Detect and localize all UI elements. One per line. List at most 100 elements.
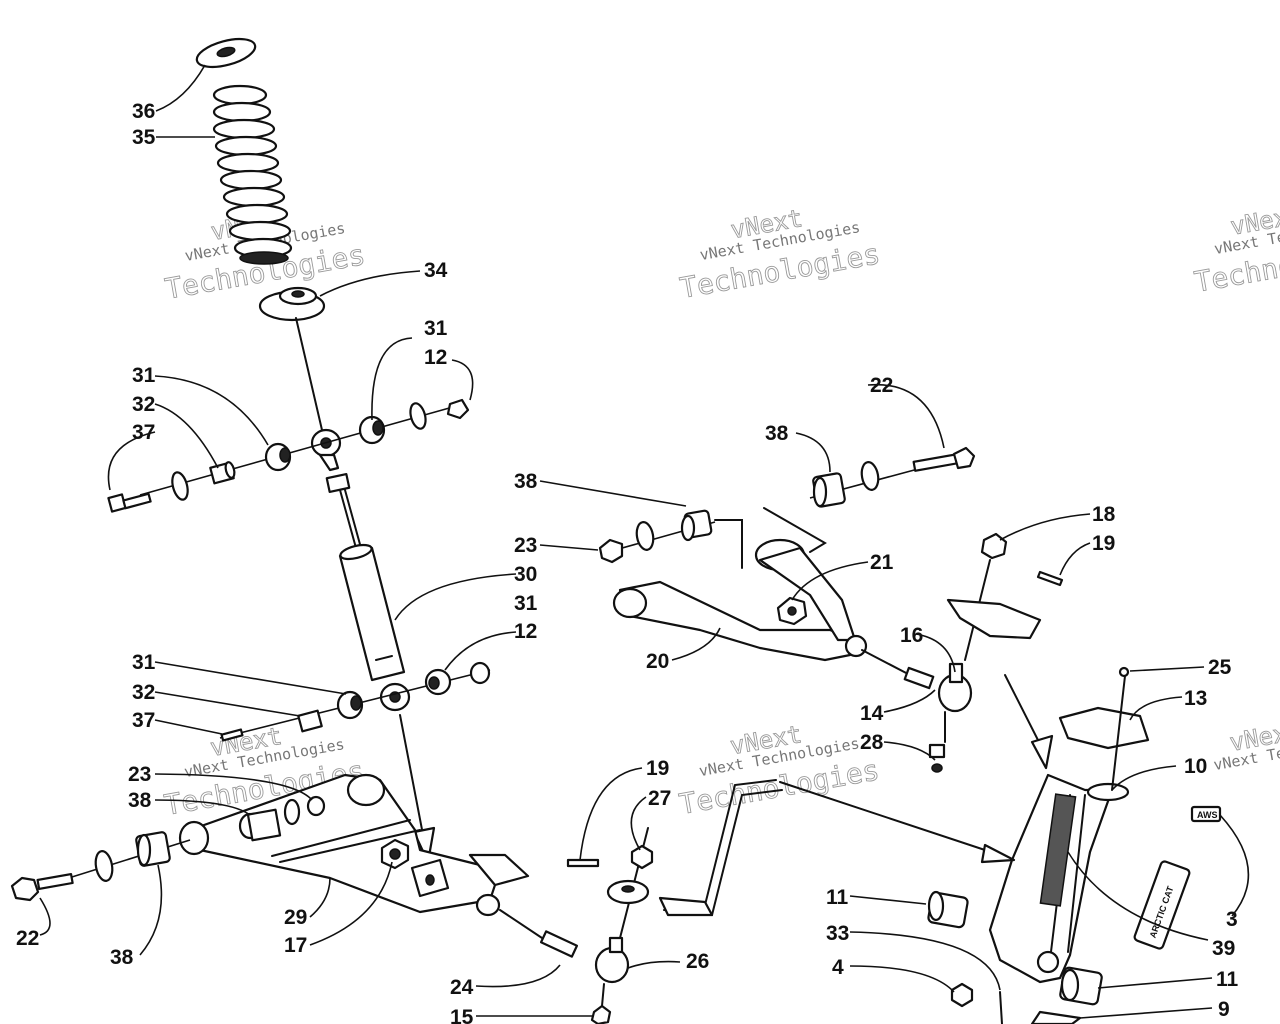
bushing-31-top-right-icon — [358, 415, 386, 445]
bolt-22-lower-icon — [10, 873, 74, 902]
callout-18: 18 — [1092, 503, 1116, 526]
callout-31: 31 — [514, 592, 538, 615]
ball-joint-lower-icon — [539, 930, 630, 984]
fitting-28-icon — [928, 743, 946, 773]
callout-22: 22 — [16, 927, 39, 950]
cotter-pin-19-top-icon — [1036, 570, 1064, 587]
callout-12: 12 — [424, 346, 447, 369]
callout-24: 24 — [450, 976, 474, 999]
callout-39: 39 — [1212, 937, 1235, 960]
callout-15: 15 — [450, 1006, 474, 1024]
callout-29: 29 — [284, 906, 307, 929]
bushing-31-top-left-icon — [264, 442, 292, 472]
bushing-32-top-icon — [209, 461, 236, 485]
bolt-37-bottom-icon — [220, 728, 244, 742]
callout-35: 35 — [132, 126, 156, 149]
callout-31: 31 — [424, 317, 448, 340]
nut-21-icon — [776, 596, 808, 626]
callout-19: 19 — [1092, 532, 1115, 555]
upper-a-arm-icon — [612, 538, 868, 662]
watermark-right-top: vNext vNext Technologies Technologies — [1192, 200, 1280, 299]
bushing-38-upper-rear-icon — [680, 509, 713, 542]
upper-ball-joint-plate-icon — [946, 598, 1042, 640]
tie-rod-icon — [658, 779, 783, 917]
spring-seat-top-icon — [195, 37, 257, 69]
callout-30: 30 — [514, 563, 537, 586]
callout-22: 22 — [870, 374, 893, 397]
callout-37: 37 — [132, 709, 155, 732]
bushing-31-bottom-right-icon — [424, 668, 452, 696]
washer-upper-front-icon — [860, 461, 880, 491]
leader-lines — [39, 64, 1250, 1019]
nut-4-icon — [950, 982, 974, 1008]
callout-10: 10 — [1184, 755, 1207, 778]
watermark-center-bottom: vNext vNext Technologies Technologies — [676, 720, 882, 822]
callout-32: 32 — [132, 393, 155, 416]
nut-23-upper-icon — [598, 538, 624, 564]
shock-bottom-eye-icon — [379, 682, 411, 712]
spindle-icon — [988, 773, 1130, 984]
callout-38: 38 — [514, 470, 538, 493]
callout-26: 26 — [686, 950, 709, 973]
watermark-right-bottom: vNext vNext Technologies — [1212, 716, 1280, 774]
callout-31: 31 — [132, 364, 156, 387]
svg-text:AWS: AWS — [1197, 810, 1218, 820]
bolt-9-icon — [1030, 1010, 1082, 1024]
washer-27-icon — [606, 879, 650, 905]
callout-27: 27 — [648, 787, 671, 810]
castle-nut-27-icon — [630, 844, 654, 870]
callout-13: 13 — [1184, 687, 1207, 710]
callout-19: 19 — [646, 757, 669, 780]
washer-lower-front-icon — [94, 850, 114, 882]
bushing-31-bottom-left-icon — [336, 690, 364, 720]
cap-13-icon — [1058, 706, 1150, 750]
pin-33-icon — [999, 991, 1003, 1024]
callout-28: 28 — [860, 731, 884, 754]
shock-top-eye-icon — [310, 428, 351, 494]
callout-20: 20 — [646, 650, 669, 673]
bushing-38-lower-front-icon — [135, 831, 171, 867]
bushing-11-right-icon — [1059, 966, 1103, 1006]
callout-11: 11 — [1216, 968, 1239, 991]
callout-17: 17 — [284, 934, 307, 957]
callout-32: 32 — [132, 681, 155, 704]
cotter-pin-19-bottom-icon — [566, 858, 600, 868]
screw-25-icon — [1118, 666, 1130, 678]
callout-21: 21 — [870, 551, 894, 574]
callout-23: 23 — [514, 534, 537, 557]
decal-aws-icon: AWS — [1190, 805, 1222, 823]
lower-arm-rear-bushing-icon — [238, 795, 326, 842]
callout-12: 12 — [514, 620, 537, 643]
nut-12-bottom-icon — [469, 661, 491, 685]
callout-38: 38 — [110, 946, 134, 969]
bolt-22-upper-icon — [912, 446, 976, 472]
callout-9: 9 — [1218, 998, 1230, 1021]
callout-4: 4 — [832, 956, 844, 979]
callout-31: 31 — [132, 651, 156, 674]
callout-23: 23 — [128, 763, 151, 786]
callout-34: 34 — [424, 259, 448, 282]
callout-38: 38 — [765, 422, 789, 445]
nut-12-top-icon — [446, 398, 470, 420]
callout-14: 14 — [860, 702, 884, 725]
bushing-32-bottom-icon — [297, 709, 323, 733]
nut-17-icon — [380, 838, 410, 870]
callout-labels: 36 35 34 31 12 31 32 37 38 22 38 23 30 3… — [16, 100, 1239, 1024]
coil-spring-icon — [212, 84, 293, 265]
callout-33: 33 — [826, 922, 849, 945]
fitting-15-icon — [590, 1004, 612, 1024]
watermark-center-top: vNext vNext Technologies Technologies — [677, 204, 883, 306]
washer-top-left-icon — [171, 471, 189, 501]
callout-11: 11 — [826, 886, 849, 909]
castle-nut-18-icon — [980, 532, 1008, 560]
ball-joint-upper-icon — [903, 662, 973, 743]
bushing-11-left-icon — [927, 890, 969, 929]
spring-seat-bottom-icon — [258, 286, 326, 322]
callout-16: 16 — [900, 624, 923, 647]
bolt-37-top-icon — [107, 492, 152, 513]
shock-body-icon — [338, 543, 406, 682]
callout-38: 38 — [128, 789, 152, 812]
decal-arctic-cat-icon: ARCTIC CAT — [1133, 860, 1191, 950]
callout-36: 36 — [132, 100, 155, 123]
washer-top-right-icon — [409, 402, 427, 430]
